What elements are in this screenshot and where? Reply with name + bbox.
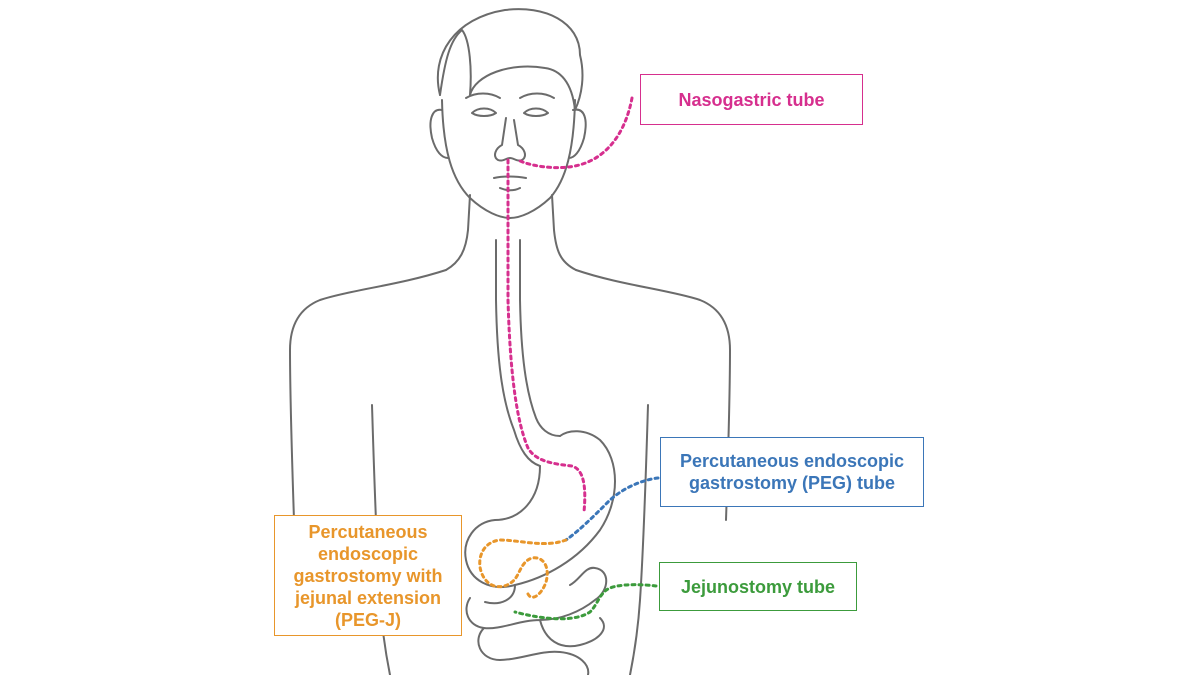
peg-tube-text: Percutaneous endoscopic gastrostomy (PEG… [680,450,904,494]
esophagus-right [519,239,561,437]
peg-tube-line [564,476,660,542]
peg-j-tube-label: Percutaneous endoscopic gastrostomy with… [274,515,462,636]
torso-right [629,404,649,675]
right-eyebrow [519,92,555,99]
neck-right [551,194,577,271]
peg-tube-text-line-2: gastrostomy (PEG) tube [688,473,896,493]
peg-j-text-line-4: jejunal extension [294,587,442,608]
small-intestine [465,566,608,675]
mouth [493,175,527,179]
right-eye [523,107,549,117]
jejunostomy-tube-line [513,583,658,621]
peg-tube-text-line-1: Percutaneous endoscopic [679,451,905,471]
left-shoulder-arm [289,269,447,521]
peg-j-text-line-5: (PEG-J) [334,609,401,630]
neck-left [445,194,471,271]
nasogastric-tube-line [506,96,634,514]
peg-j-tube-text: Percutaneous endoscopic gastrostomy with… [293,521,442,631]
left-ear [429,108,449,159]
peg-j-tube-line [478,538,568,599]
face-left [441,99,511,219]
left-eye [471,107,497,117]
left-eyebrow [465,92,501,99]
head-outline [436,8,584,111]
lower-lip [499,187,521,192]
jejunostomy-tube-text: Jejunostomy tube [680,576,836,597]
esophagus-left [495,239,541,467]
nose [494,117,526,162]
peg-tube-label: Percutaneous endoscopic gastrostomy (PEG… [660,437,924,507]
nasogastric-tube-label: Nasogastric tube [640,74,863,125]
jejunostomy-tube-label: Jejunostomy tube [659,562,857,611]
peg-j-text-line-3: gastrostomy with [293,565,443,586]
right-ear [568,108,587,159]
stomach [464,430,616,588]
face-right [509,99,576,219]
peg-j-text-line-1: Percutaneous [308,521,428,542]
peg-j-text-line-2: endoscopic [317,543,419,564]
nasogastric-tube-text: Nasogastric tube [678,89,825,110]
